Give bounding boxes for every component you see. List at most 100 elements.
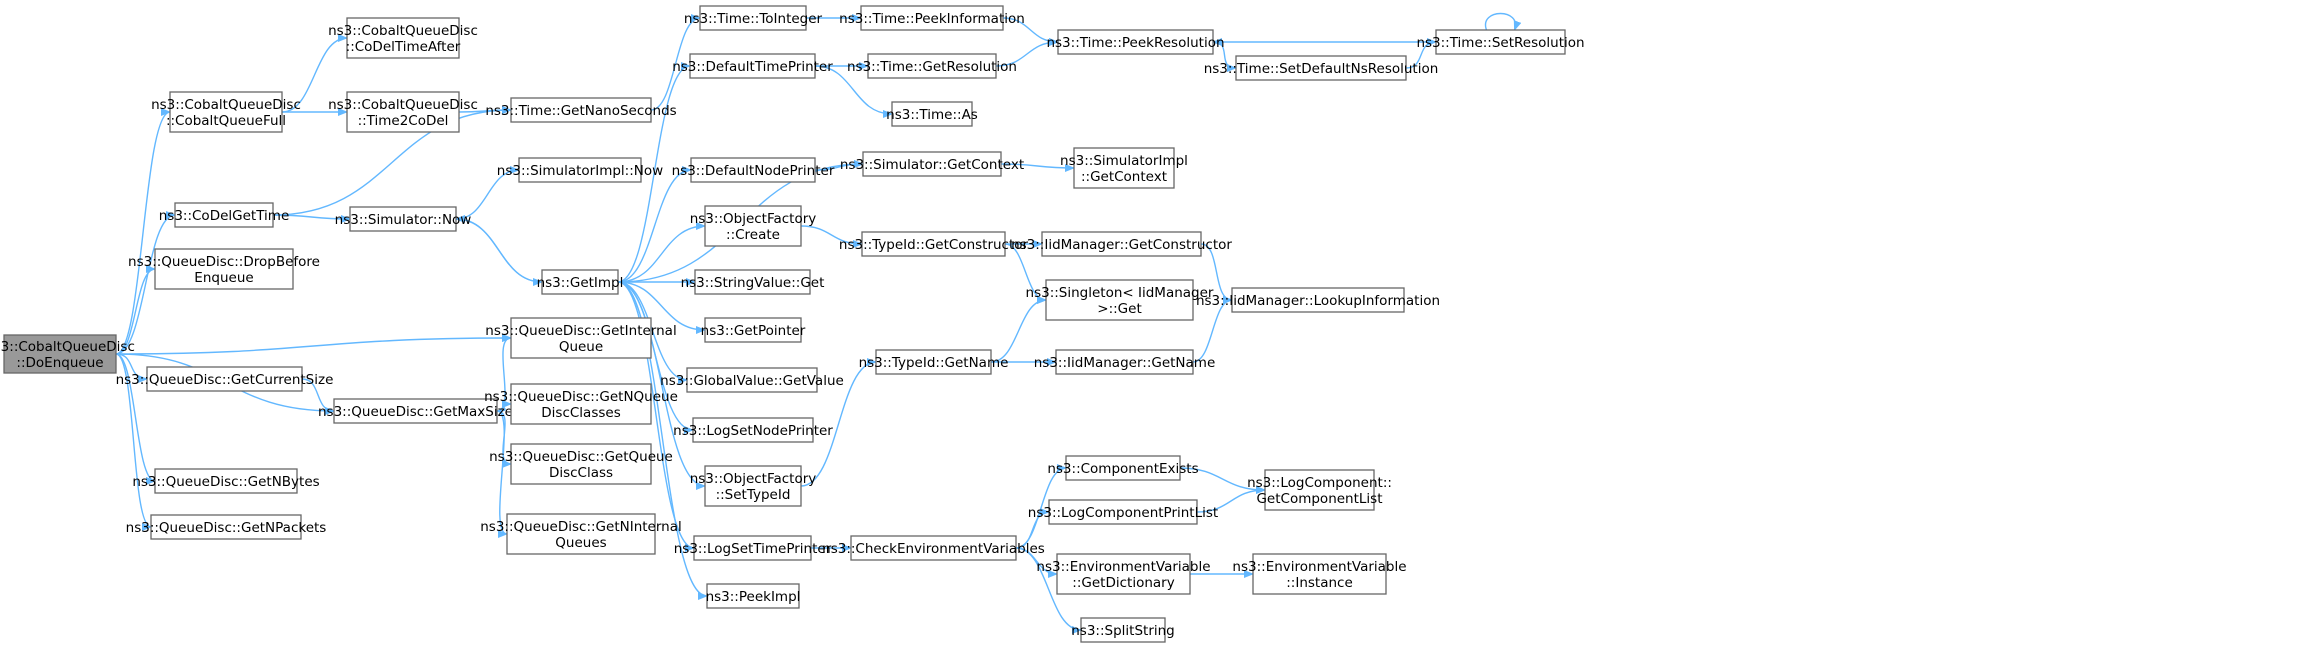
node-box xyxy=(1252,553,1387,595)
node-envinstance[interactable]: ns3::EnvironmentVariable::Instance xyxy=(1232,553,1407,595)
node-setres[interactable]: ns3::Time::SetResolution xyxy=(1416,29,1585,55)
edges-layer xyxy=(115,12,1522,634)
node-label: ns3::QueueDisc::GetNQueue xyxy=(484,389,678,405)
edge-compexists-to-logcompgetlist xyxy=(1179,467,1266,494)
node-cobaltfull[interactable]: ns3::CobaltQueueDisc::CobaltQueueFull xyxy=(151,91,301,133)
node-simnow[interactable]: ns3::Simulator::Now xyxy=(335,206,472,232)
node-typeidgetname[interactable]: ns3::TypeId::GetName xyxy=(859,349,1009,375)
node-label: ns3::Time::PeekResolution xyxy=(1046,35,1224,51)
edge-cobaltfull-to-codeltimeafter xyxy=(281,34,348,113)
node-label: ns3::CobaltQueueDisc xyxy=(328,97,478,113)
node-label: ns3::LogComponent:: xyxy=(1247,475,1392,491)
node-logsettime[interactable]: ns3::LogSetTimePrinter xyxy=(674,535,832,561)
node-box xyxy=(1055,349,1194,375)
node-label: ns3::QueueDisc::GetNInternal xyxy=(480,519,682,535)
edge-getcursize-to-getmaxsize xyxy=(301,378,335,415)
node-label: ns3::EnvironmentVariable xyxy=(1036,559,1210,575)
node-defnodeprinter[interactable]: ns3::DefaultNodePrinter xyxy=(672,157,835,183)
node-label: ns3::IidManager::GetName xyxy=(1034,355,1216,371)
node-simimplnow[interactable]: ns3::SimulatorImpl::Now xyxy=(497,157,663,183)
edge-checkenv-to-splitstring xyxy=(1015,547,1082,634)
node-splitstring[interactable]: ns3::SplitString xyxy=(1071,617,1175,643)
node-simimplgetctx[interactable]: ns3::SimulatorImpl::GetContext xyxy=(1060,147,1188,189)
node-setdefaultns[interactable]: ns3::Time::SetDefaultNsResolution xyxy=(1204,55,1439,81)
node-getresolution[interactable]: ns3::Time::GetResolution xyxy=(847,53,1017,79)
node-singletonget[interactable]: ns3::Singleton< IidManager>::Get xyxy=(1026,279,1214,321)
node-label: ::GetDictionary xyxy=(1072,575,1174,591)
node-checkenv[interactable]: ns3::CheckEnvironmentVariables xyxy=(822,535,1045,561)
node-label: ns3::GetPointer xyxy=(701,323,806,339)
node-timeas[interactable]: ns3::Time::As xyxy=(886,101,978,127)
node-box xyxy=(1045,279,1194,321)
node-tointeger[interactable]: ns3::Time::ToInteger xyxy=(684,5,823,31)
node-doenq[interactable]: ns3::CobaltQueueDisc::DoEnqueue xyxy=(0,334,135,374)
node-label: ns3::CobaltQueueDisc xyxy=(0,339,135,355)
node-box xyxy=(1073,147,1175,189)
node-box xyxy=(1056,553,1191,595)
edge-deftimeprinter-to-timeas xyxy=(814,65,893,118)
edge-doenq-to-getnpackets xyxy=(115,353,152,531)
node-box xyxy=(510,443,652,485)
node-box xyxy=(541,269,619,295)
node-getmaxsize[interactable]: ns3::QueueDisc::GetMaxSize xyxy=(318,398,513,424)
node-label: ns3::IidManager::LookupInformation xyxy=(1196,293,1440,309)
edge-getimpl-to-getpointer xyxy=(617,281,706,334)
node-box xyxy=(169,91,283,133)
node-typeidgetconstructor[interactable]: ns3::TypeId::GetConstructor xyxy=(839,231,1029,257)
node-globalvalue[interactable]: ns3::GlobalValue::GetValue xyxy=(660,367,844,393)
node-box xyxy=(510,97,652,123)
node-iidgetname[interactable]: ns3::IidManager::GetName xyxy=(1034,349,1216,375)
edge-codelgettime-to-getnanosec xyxy=(272,106,512,216)
node-objfactcreate[interactable]: ns3::ObjectFactory::Create xyxy=(690,205,817,247)
node-getcursize[interactable]: ns3::QueueDisc::GetCurrentSize xyxy=(116,366,334,392)
node-simgetcontext[interactable]: ns3::Simulator::GetContext xyxy=(840,151,1024,177)
edge-getmaxsize-to-getnqueuedisc xyxy=(496,400,512,412)
node-box xyxy=(686,367,818,393)
node-label: ns3::DefaultNodePrinter xyxy=(672,163,835,179)
edge-objfactcreate-to-typeidgetconstructor xyxy=(800,225,863,248)
node-objfactsettype[interactable]: ns3::ObjectFactory::SetTypeId xyxy=(690,465,817,507)
node-label: DiscClass xyxy=(549,465,613,481)
node-box xyxy=(704,465,802,507)
edge-codelgettime-to-simnow xyxy=(272,214,351,223)
node-compexists[interactable]: ns3::ComponentExists xyxy=(1047,455,1199,481)
edge-typeidgetname-to-singletonget xyxy=(990,296,1047,363)
node-getimpl[interactable]: ns3::GetImpl xyxy=(537,269,624,295)
node-peekimpl[interactable]: ns3::PeekImpl xyxy=(706,583,801,609)
node-box xyxy=(891,101,973,127)
node-logcompprint[interactable]: ns3::LogComponentPrintList xyxy=(1028,499,1218,525)
node-codelgettime[interactable]: ns3::CoDelGetTime xyxy=(159,202,290,228)
node-box xyxy=(704,317,802,343)
node-time2codel[interactable]: ns3::CobaltQueueDisc::Time2CoDel xyxy=(328,91,478,133)
node-peekres[interactable]: ns3::Time::PeekResolution xyxy=(1046,29,1225,55)
node-getnbytes[interactable]: ns3::QueueDisc::GetNBytes xyxy=(132,468,320,494)
node-deftimeprinter[interactable]: ns3::DefaultTimePrinter xyxy=(672,53,833,79)
node-getnpackets[interactable]: ns3::QueueDisc::GetNPackets xyxy=(126,514,327,540)
node-box xyxy=(518,157,642,183)
edge-setres-to-setres xyxy=(1484,12,1522,31)
edge-setdefaultns-to-setres xyxy=(1405,38,1437,69)
node-box xyxy=(875,349,992,375)
node-box xyxy=(1264,469,1375,511)
node-logsetnode[interactable]: ns3::LogSetNodePrinter xyxy=(673,417,833,443)
node-label: ns3::Time::GetNanoSeconds xyxy=(485,103,676,119)
node-box xyxy=(1080,617,1166,643)
node-getnanosec[interactable]: ns3::Time::GetNanoSeconds xyxy=(485,97,677,123)
node-getpointer[interactable]: ns3::GetPointer xyxy=(701,317,806,343)
node-logcompgetlist[interactable]: ns3::LogComponent::GetComponentList xyxy=(1247,469,1392,511)
node-label: ns3::QueueDisc::DropBefore xyxy=(128,254,320,270)
node-stringvalueget[interactable]: ns3::StringValue::Get xyxy=(681,269,825,295)
node-peekinfo[interactable]: ns3::Time::PeekInformation xyxy=(839,5,1025,31)
edge-doenq-to-getinternalqueue xyxy=(115,334,512,355)
node-iidlookup[interactable]: ns3::IidManager::LookupInformation xyxy=(1196,287,1440,313)
node-envgetdict[interactable]: ns3::EnvironmentVariable::GetDictionary xyxy=(1036,553,1211,595)
node-iidgetconstructor[interactable]: ns3::IidManager::GetConstructor xyxy=(1011,231,1232,257)
node-codeltimeafter[interactable]: ns3::CobaltQueueDisc::CoDelTimeAfter xyxy=(328,17,478,59)
node-label: ns3::ObjectFactory xyxy=(690,471,817,487)
